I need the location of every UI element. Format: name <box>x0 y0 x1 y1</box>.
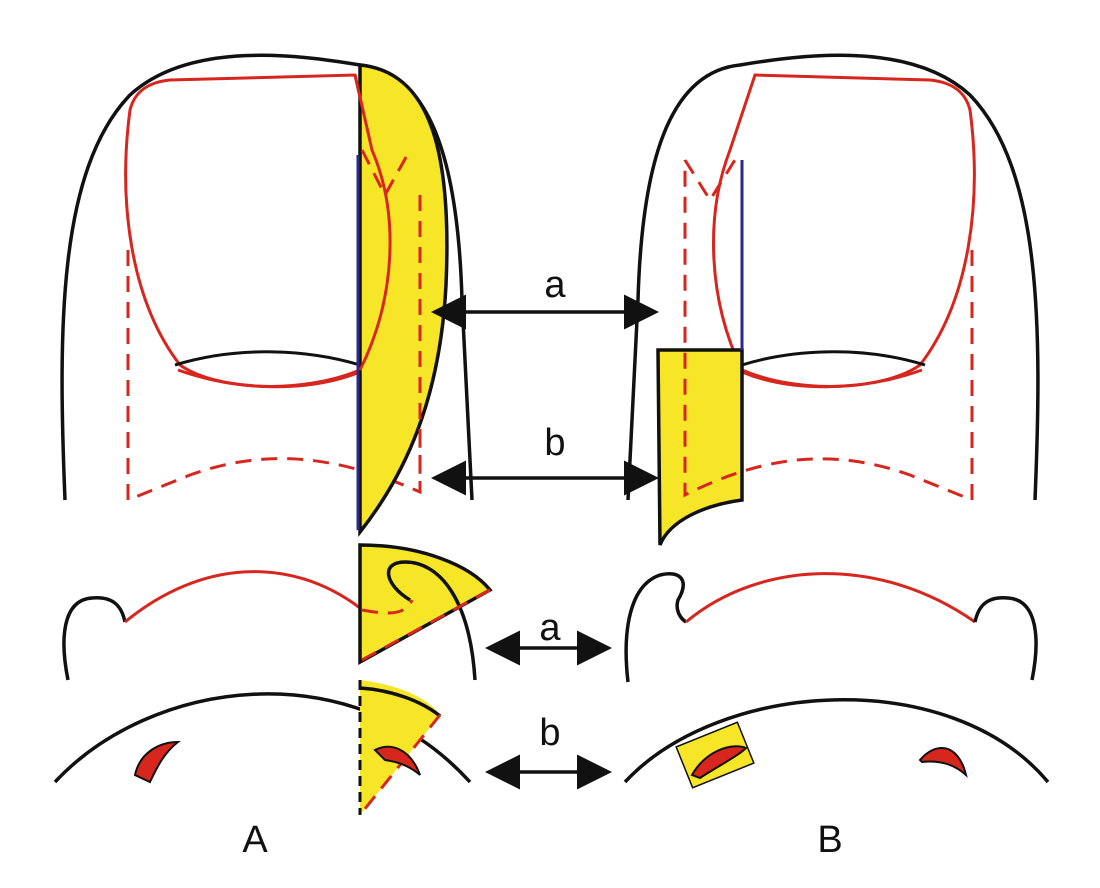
label-b-bottom: b <box>539 712 560 754</box>
finger-a-lunula <box>174 350 361 367</box>
bottom-a-crescent-right <box>373 745 421 776</box>
cross-section-b-left-fold <box>624 572 688 683</box>
label-a-middle: a <box>539 607 561 649</box>
cross-section-b <box>624 572 1038 683</box>
bottom-b-crescent-left <box>690 745 748 780</box>
finger-b-flap <box>656 348 744 546</box>
cross-section-b-nail <box>685 572 976 624</box>
finger-a-flap-dashed <box>360 149 422 492</box>
label-a-top: a <box>544 264 566 306</box>
panel-label-b: B <box>817 819 842 861</box>
cross-section-a-nail <box>124 570 361 624</box>
bottom-section-b <box>623 698 1050 789</box>
finger-a-nail-edge-on-flap <box>353 74 392 371</box>
bottom-section-a <box>53 680 472 816</box>
finger-a-lunula-red <box>177 368 361 389</box>
finger-b-nail-outline <box>712 73 976 388</box>
bottom-a-flap <box>360 680 440 815</box>
bottom-a-flap-edge <box>359 686 442 718</box>
cross-section-a-left-fold <box>62 596 127 681</box>
finger-b-nail-bed-dashed <box>683 154 974 503</box>
finger-b-dorsal <box>626 53 1040 546</box>
finger-b-lunula-red <box>741 368 923 389</box>
bottom-a-crescent-left <box>133 740 181 784</box>
finger-a-flap <box>358 63 449 538</box>
cross-section-a-dashed <box>361 588 491 662</box>
cross-section-a <box>62 543 493 681</box>
bottom-b-arc <box>623 698 1050 784</box>
finger-a-dorsal <box>60 53 474 538</box>
panel-label-a: A <box>242 819 268 861</box>
cross-section-a-right-fold <box>386 560 477 681</box>
finger-a-outline <box>60 53 474 501</box>
finger-b-outline <box>626 53 1040 501</box>
bottom-a-dashed <box>358 714 442 816</box>
finger-a-nail-outline <box>124 73 392 388</box>
finger-b-lunula <box>741 350 926 367</box>
label-b-top: b <box>544 422 565 464</box>
bottom-b-crescent-right <box>918 746 968 778</box>
cross-section-b-right-fold <box>973 596 1038 681</box>
